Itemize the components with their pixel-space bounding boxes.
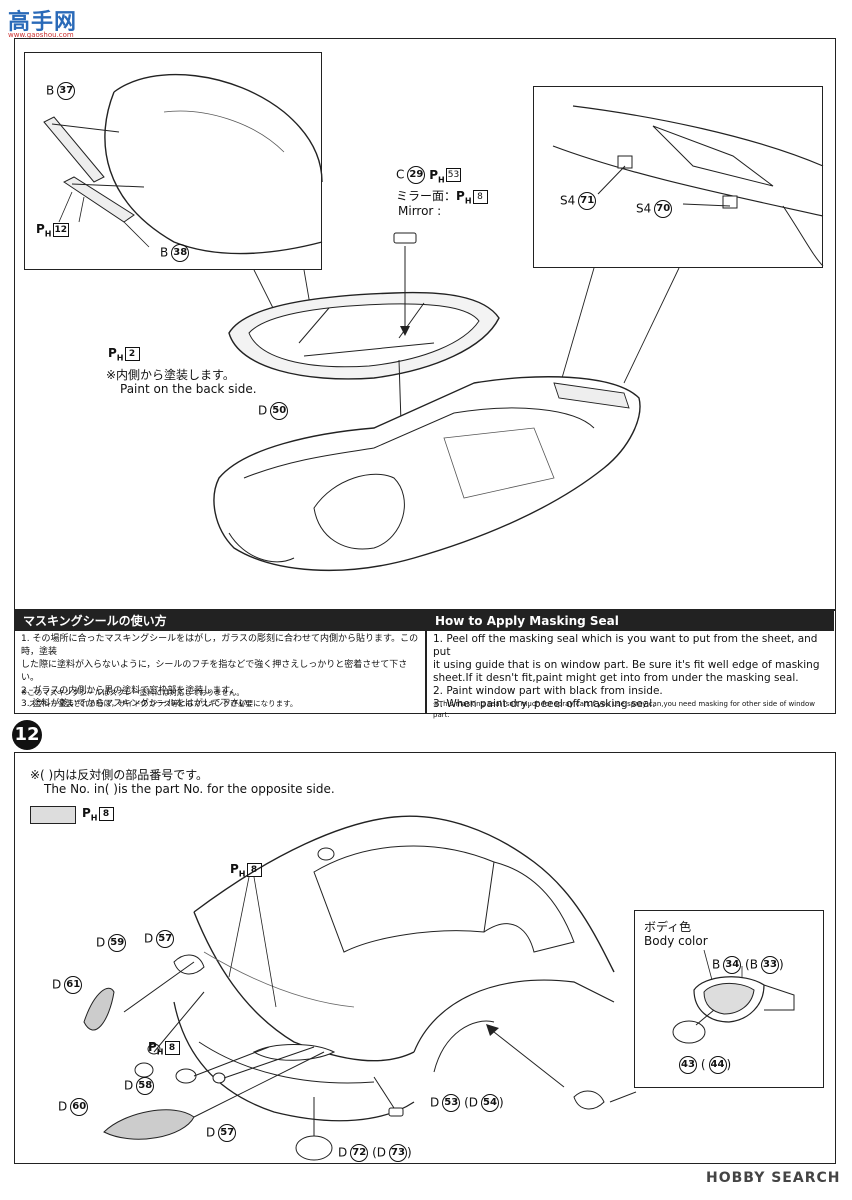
label-body-color-en: Body color — [644, 934, 708, 948]
seal-title-en: How to Apply Masking Seal — [427, 611, 834, 631]
hobbysearch-watermark: HOBBY SEARCH — [706, 1170, 841, 1186]
label-mirror-en: Mirror : — [398, 204, 442, 218]
seal-en-item: it using guide that is on window part. B… — [433, 659, 820, 671]
seal-jp-item: 1. その場所に合ったマスキングシールをはがし，ガラスの彫刻に合わせて内側から貼… — [21, 634, 419, 657]
step-number-12: 12 — [12, 720, 42, 750]
mirror-detail-inset — [634, 910, 824, 1088]
tail-detail-inset — [533, 86, 823, 268]
seal-list-jp: 1. その場所に合ったマスキングシールをはがし，ガラスの彫刻に合わせて内側から貼… — [21, 633, 421, 711]
seal-list-en: 1. Peel off the masking seal which is yo… — [433, 633, 833, 711]
seal-jp-item: した際に塗料が入らないように，シールのフチを指などで強く押さえしっかりと密着させ… — [21, 660, 408, 683]
masking-seal-instructions: マスキングシールの使い方 How to Apply Masking Seal 1… — [14, 610, 836, 719]
watermark-url: www.gaoshou.com — [8, 31, 74, 39]
window-and-body-drawing — [213, 232, 680, 572]
seal-en-item: 1. Peel off the masking seal which is yo… — [433, 633, 818, 658]
seal-divider — [425, 611, 427, 713]
label-43-44: 43 (44) — [676, 1056, 731, 1074]
label-backside-jp: ※内側から塗装します。 — [106, 368, 235, 382]
seal-en-item: sheet.If it desn't fit,paint might get i… — [433, 672, 799, 684]
seal-en-item: 3. When paint dry, peeel off masking sea… — [433, 698, 656, 710]
color-legend-swatch — [30, 806, 76, 824]
seal-en-note: ※This masking seal isn't much for spray … — [433, 700, 815, 719]
label-backside-en: Paint on the back side. — [120, 382, 257, 396]
mirror-detail-drawing — [672, 949, 795, 1044]
label-body-color-jp: ボディ色 — [644, 920, 692, 934]
seal-jp-note: ※このマスキングシールはスプレー塗料には対応しておりません。 スプレー塗装される… — [21, 688, 298, 708]
seal-jp-item: 2. ガラスの内側から黒の塗料で窓枠部を塗装します。 — [21, 686, 239, 696]
step12-note-jp: ※( )内は反対側の部品番号です。 — [30, 768, 209, 782]
step12-note-en: The No. in( )is the part No. for the opp… — [44, 782, 335, 796]
seal-en-item: 2. Paint window part with black from ins… — [433, 685, 663, 697]
seal-jp-item: 3. 塗料が乾いてからマスキングシールをはがして下さい。 — [21, 699, 257, 709]
car-front-drawing — [83, 815, 637, 1161]
headlight-detail-drawing — [43, 73, 323, 255]
tail-detail-drawing — [552, 105, 824, 267]
watermark-logo: 高手网 — [8, 10, 78, 35]
seal-title-jp: マスキングシールの使い方 — [15, 611, 425, 631]
